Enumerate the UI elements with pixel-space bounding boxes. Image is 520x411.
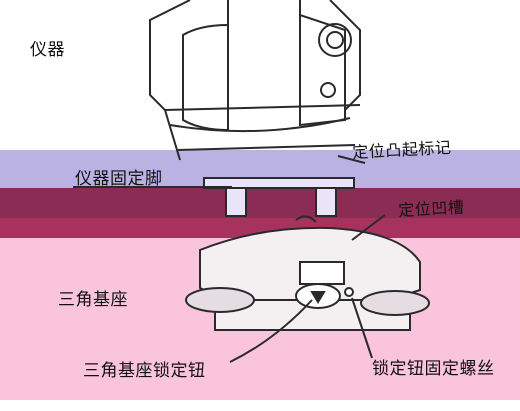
leader-tribrach-lock [229,299,313,363]
label-lock-knob-screw: 锁定钮固定螺丝 [372,359,495,379]
label-mount-foot: 仪器固定脚 [75,169,163,189]
band-maroon-upper [0,188,520,218]
label-tribrach: 三角基座 [58,290,128,310]
instrument-body [149,0,361,161]
label-groove: 定位凹槽 [397,197,465,220]
leader-groove [351,214,386,241]
leader-lock-screw [351,297,373,359]
label-instrument: 仪器 [30,40,65,60]
label-tribrach-lock-knob: 三角基座锁定钮 [83,361,206,381]
background-top [0,0,520,150]
background-bottom [0,400,520,411]
leader-alignment-mark [337,155,366,164]
tribrach-base [185,215,430,331]
leader-lines [73,155,386,363]
band-maroon-lower [0,218,520,238]
